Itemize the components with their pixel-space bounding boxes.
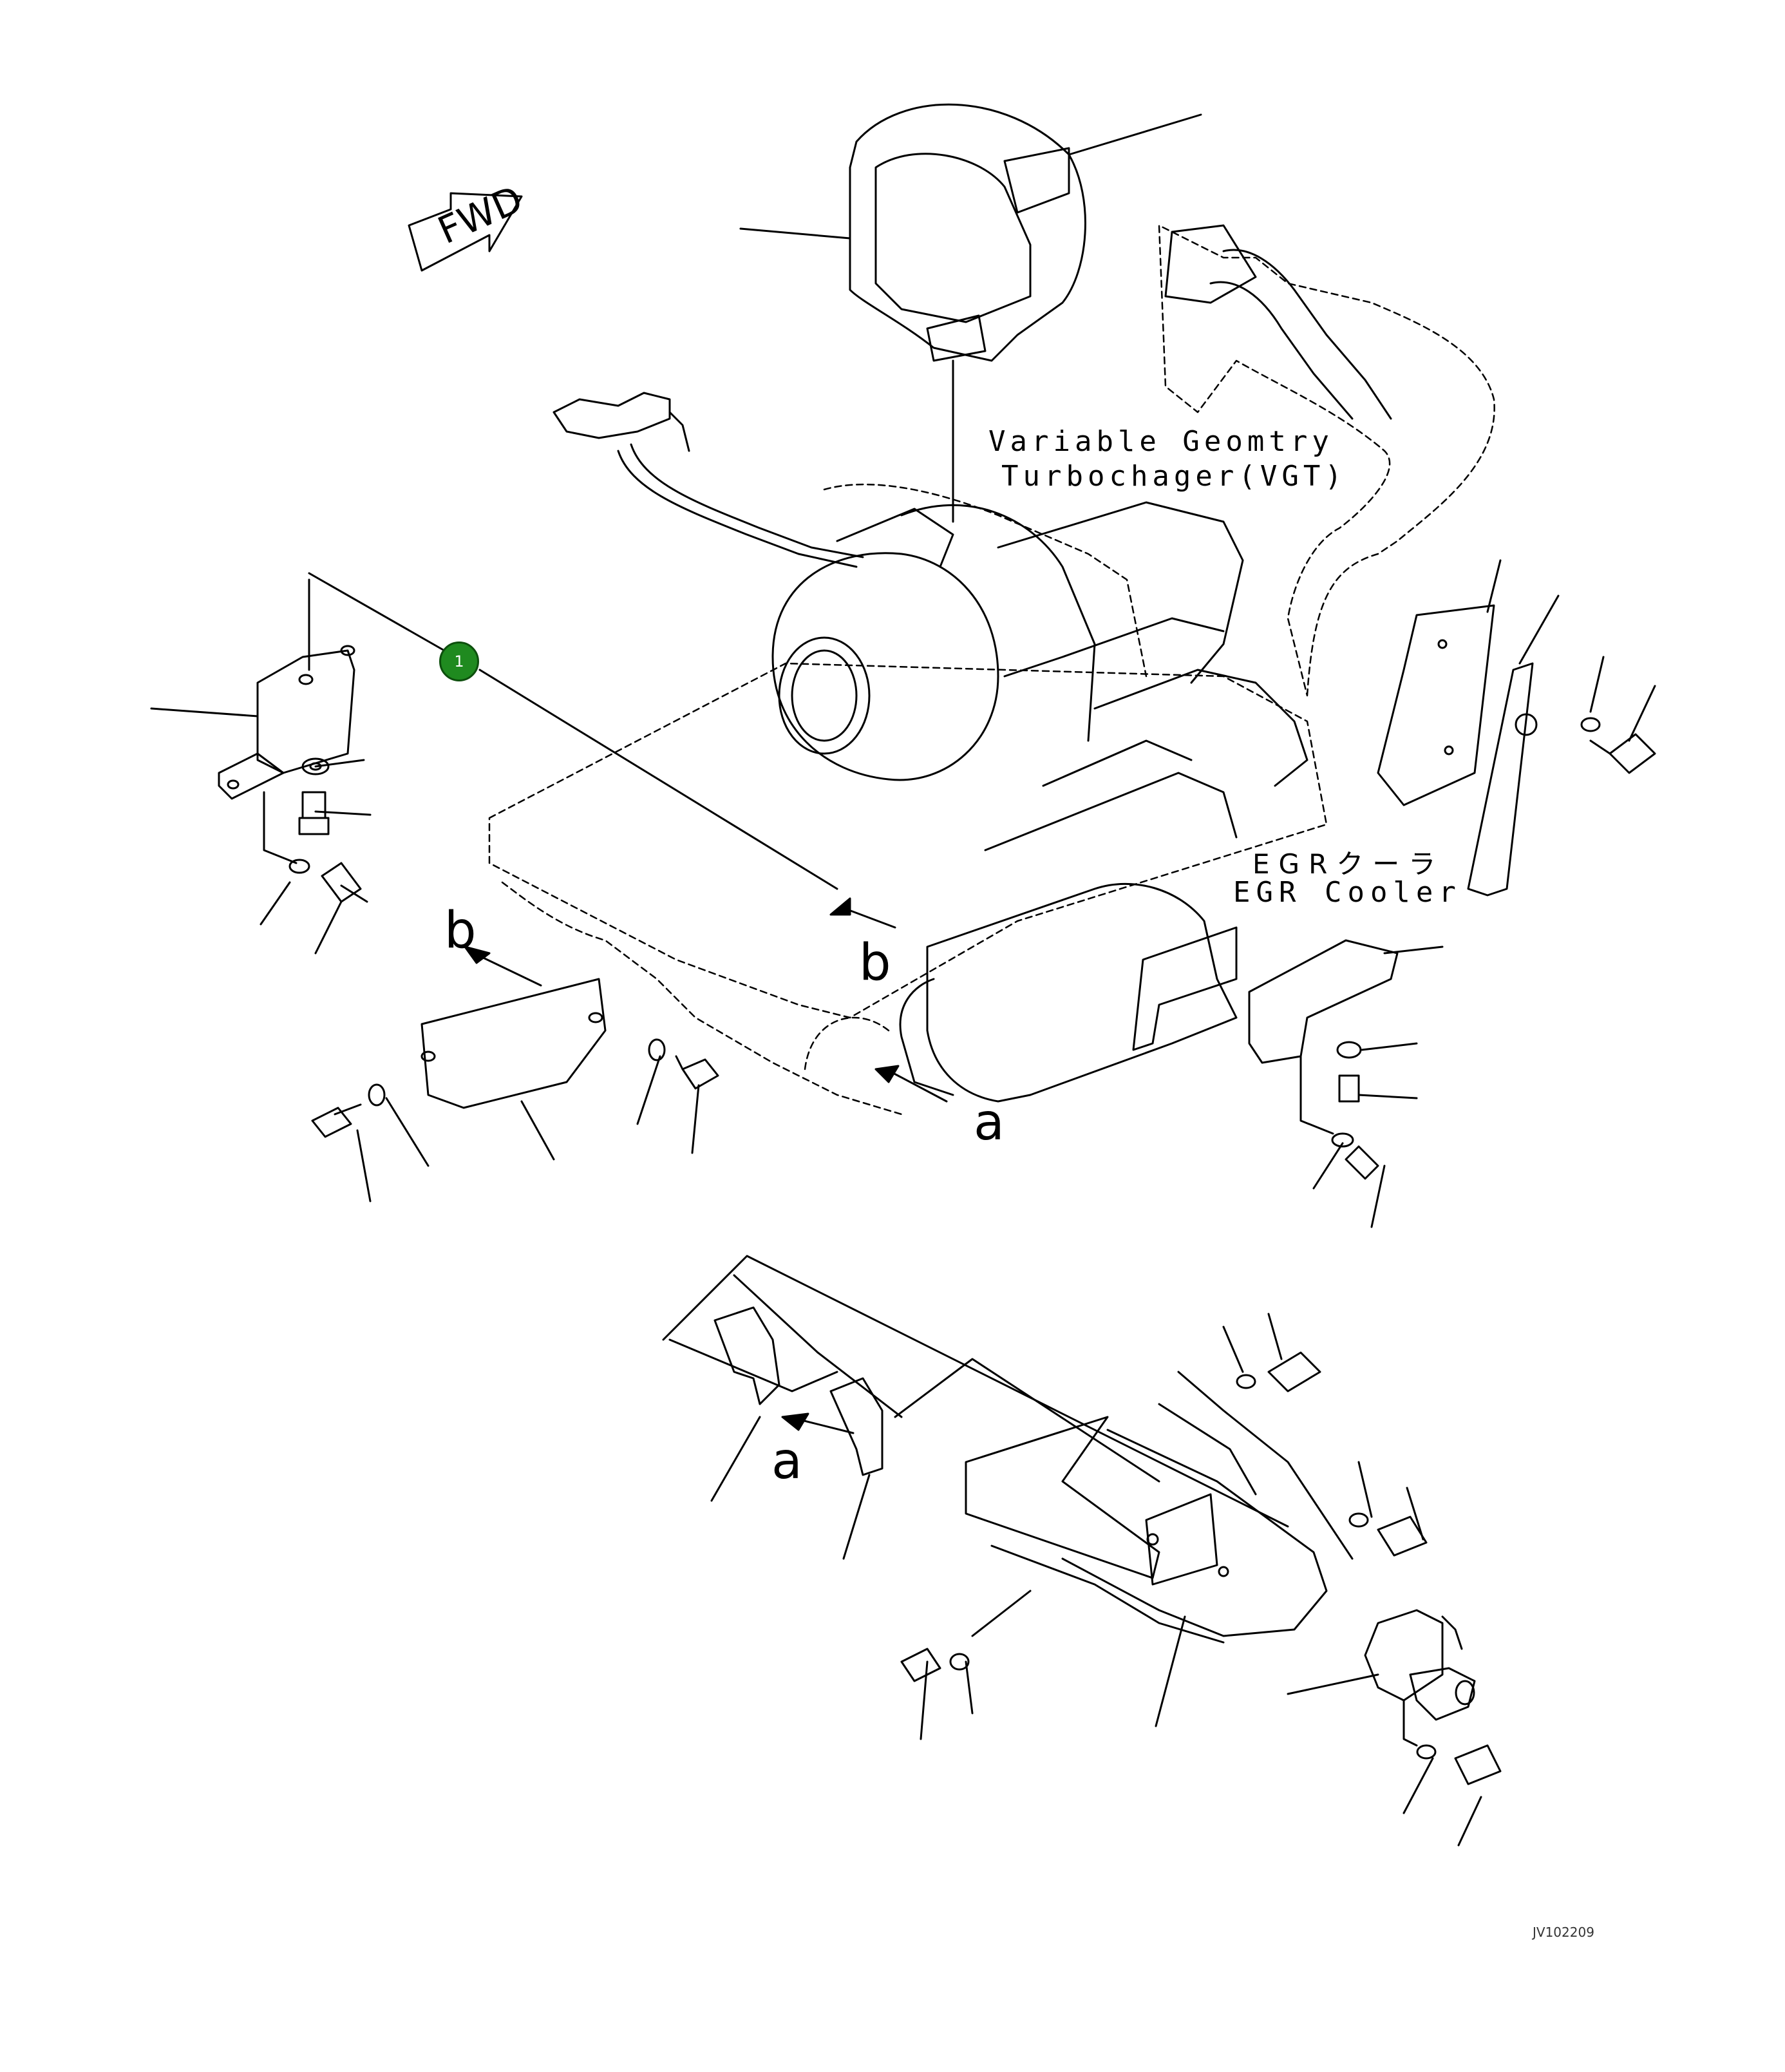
egr-label-japanese: EGRクーラ xyxy=(1252,848,1445,880)
vgt-label-line2: Turbochager(VGT) xyxy=(1001,460,1346,493)
speed-sensor-harness xyxy=(552,392,864,568)
egr-cooler xyxy=(899,669,1308,1103)
turbo-heat-shield xyxy=(849,103,1086,523)
turbocharger xyxy=(771,501,1244,781)
bottom-heat-shield-assembly xyxy=(662,1255,1354,1644)
leader-lines xyxy=(150,113,1656,1847)
ref-letter-a-center: a xyxy=(974,1094,1005,1152)
egr-label-english: EGR Cooler xyxy=(1233,876,1462,909)
drawing-code: JV102209 xyxy=(1533,1925,1594,1940)
egr-pipe xyxy=(1164,224,1392,420)
sensor-bracket xyxy=(1364,1609,1476,1747)
right-bracket xyxy=(1132,926,1399,1180)
vgt-label-line1: Variable Geomtry xyxy=(988,425,1334,458)
washer-bolt-set-left xyxy=(288,757,368,903)
pointer-arrows xyxy=(464,897,948,1434)
egr-mounting-plate xyxy=(1377,604,1656,897)
washer-bolt-set-bottom xyxy=(900,1351,1502,1785)
ref-letter-b-center: b xyxy=(859,934,891,992)
fwd-arrow-icon xyxy=(408,192,523,272)
engine-block xyxy=(488,224,1495,1116)
lower-heat-shield-plate xyxy=(311,978,719,1138)
badge-leader xyxy=(308,572,838,890)
part-callout-badge[interactable]: 1 xyxy=(439,642,479,681)
ref-letter-b-left: b xyxy=(444,902,477,960)
left-bracket xyxy=(218,578,355,864)
ref-letter-a-bottom: a xyxy=(771,1432,802,1490)
